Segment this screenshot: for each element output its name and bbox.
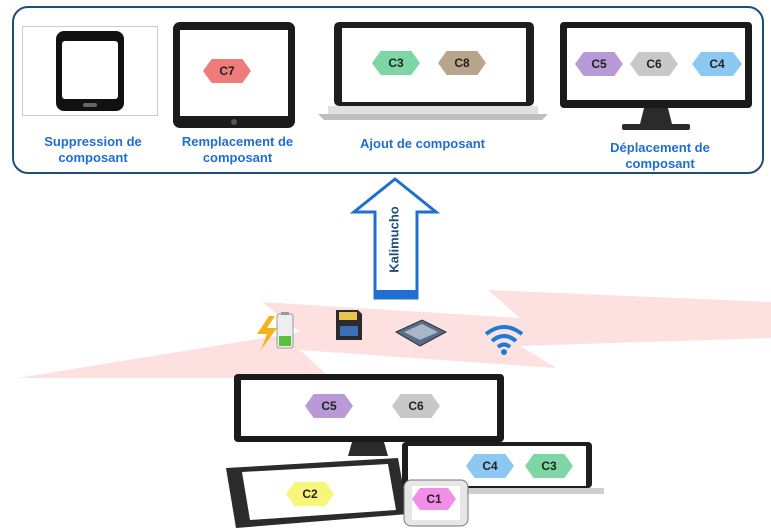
memory-card-icon: [336, 310, 362, 340]
lightning-bolt: [18, 290, 771, 378]
component-c1: C1: [412, 488, 456, 510]
component-c5-bottom: C5: [305, 394, 353, 418]
cpu-icon: [394, 319, 448, 347]
component-c5-top: C5: [575, 52, 623, 76]
component-c6-top: C6: [630, 52, 678, 76]
caption-remplacement: Remplacement de composant: [181, 134, 294, 165]
monitor-device: [558, 20, 754, 134]
caption-suppression: Suppression de composant: [44, 134, 142, 165]
component-c4-bottom: C4: [466, 454, 514, 478]
component-c3-bottom: C3: [525, 454, 573, 478]
component-c2: C2: [286, 482, 334, 506]
laptop-device: [318, 18, 548, 122]
phone-device: [22, 26, 158, 116]
adaptation-panel: [12, 6, 764, 174]
battery-icon: [257, 312, 294, 350]
caption-deplacement: Déplacement de composant: [610, 140, 710, 171]
component-c4-top: C4: [692, 52, 742, 76]
component-c8: C8: [438, 51, 486, 75]
phone-icon: [56, 31, 124, 111]
component-c7: C7: [203, 59, 251, 83]
bottom-monitor: [234, 374, 504, 456]
kalimucho-arrow: [350, 177, 440, 300]
kalimucho-label: Kalimucho: [386, 206, 402, 273]
component-c6-bottom: C6: [392, 394, 440, 418]
component-c3-top: C3: [372, 51, 420, 75]
monitor-icon: [560, 22, 752, 130]
wifi-icon: [484, 325, 524, 355]
laptop-icon: [318, 22, 548, 120]
caption-ajout: Ajout de composant: [360, 136, 485, 151]
